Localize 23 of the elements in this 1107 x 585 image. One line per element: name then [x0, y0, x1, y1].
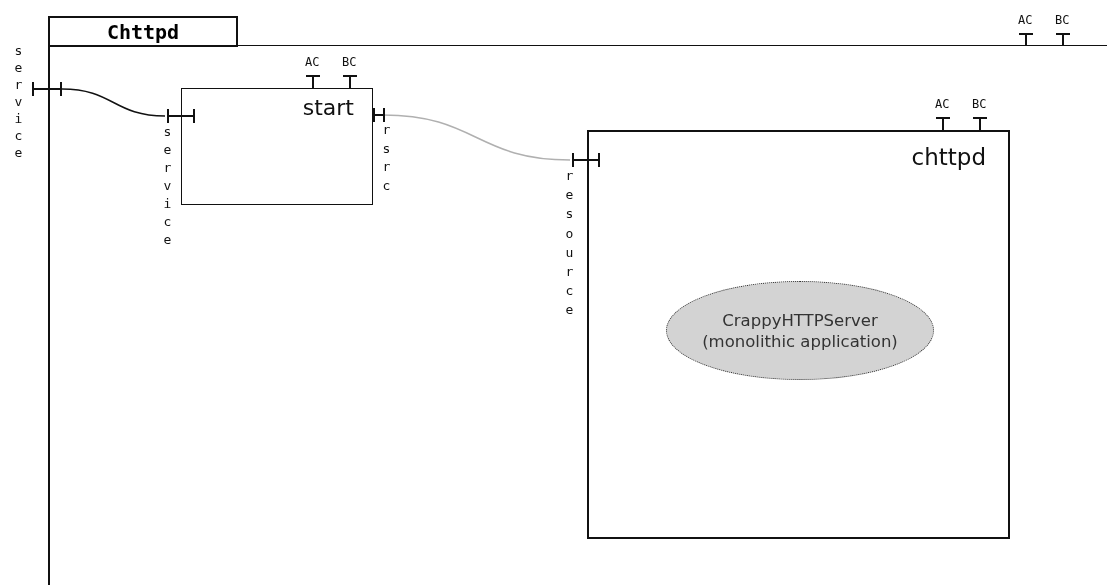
port-label: service — [162, 123, 173, 249]
interface-label: BC — [972, 97, 987, 111]
interface-label: AC — [1018, 13, 1033, 27]
port-bar — [32, 82, 62, 96]
component-box — [181, 88, 373, 205]
component-frame — [48, 16, 1107, 585]
component-name: CrappyHTTPServer (monolithic application) — [701, 309, 899, 352]
port-bar — [572, 153, 600, 167]
frame-title: Chttpd — [48, 16, 238, 47]
port-label: service — [13, 42, 24, 161]
port-label: rsrc — [381, 121, 392, 195]
connector — [382, 114, 571, 161]
interface-label: BC — [342, 55, 357, 69]
interface-label: AC — [935, 97, 950, 111]
interface-label: BC — [1055, 13, 1070, 27]
port-label: resource — [564, 167, 575, 320]
component-box — [587, 130, 1010, 539]
component-title: start — [302, 95, 354, 120]
component-title: chttpd — [911, 144, 986, 170]
connector — [61, 88, 166, 117]
port-bar — [373, 108, 385, 122]
interface-label: AC — [305, 55, 320, 69]
port-bar — [167, 109, 195, 123]
